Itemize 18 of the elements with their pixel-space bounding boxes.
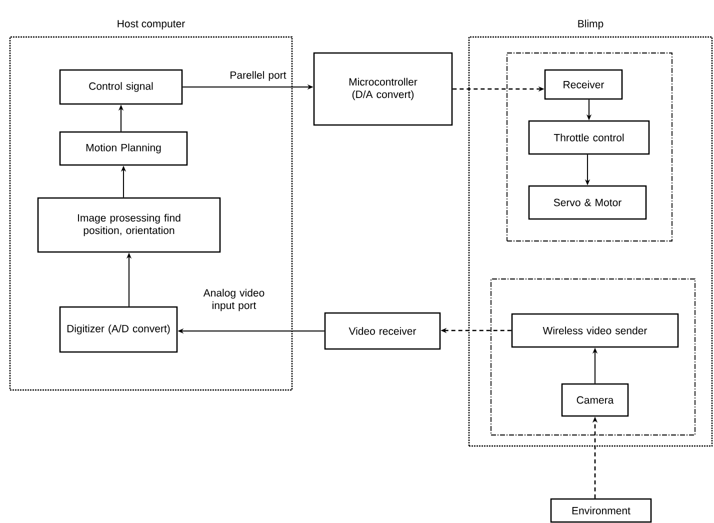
process-box: Wireless video sender — [511, 313, 679, 348]
node-label: Blimp — [578, 20, 604, 30]
subgroup-frame — [490, 278, 696, 436]
process-box: Microcontroller (D/A convert) — [313, 52, 453, 126]
process-box: Servo & Motor — [528, 185, 647, 220]
process-box: Motion Planning — [59, 131, 188, 166]
process-box: Video receiver — [324, 312, 441, 350]
edge-label: Parellel port — [230, 71, 286, 81]
node-label: Host computer — [118, 20, 185, 30]
edge-label: Analog video input port — [203, 288, 264, 312]
process-box: Receiver — [544, 69, 623, 100]
process-box: Throttle control — [528, 120, 650, 155]
process-box: Environment — [550, 498, 652, 523]
process-box: Digitizer (A/D convert) — [59, 306, 178, 353]
process-box: Camera — [561, 383, 629, 417]
process-box: Control signal — [59, 69, 183, 105]
subgroup-frame — [506, 52, 672, 242]
process-box: Image prosessing find position, orientation — [37, 197, 221, 253]
